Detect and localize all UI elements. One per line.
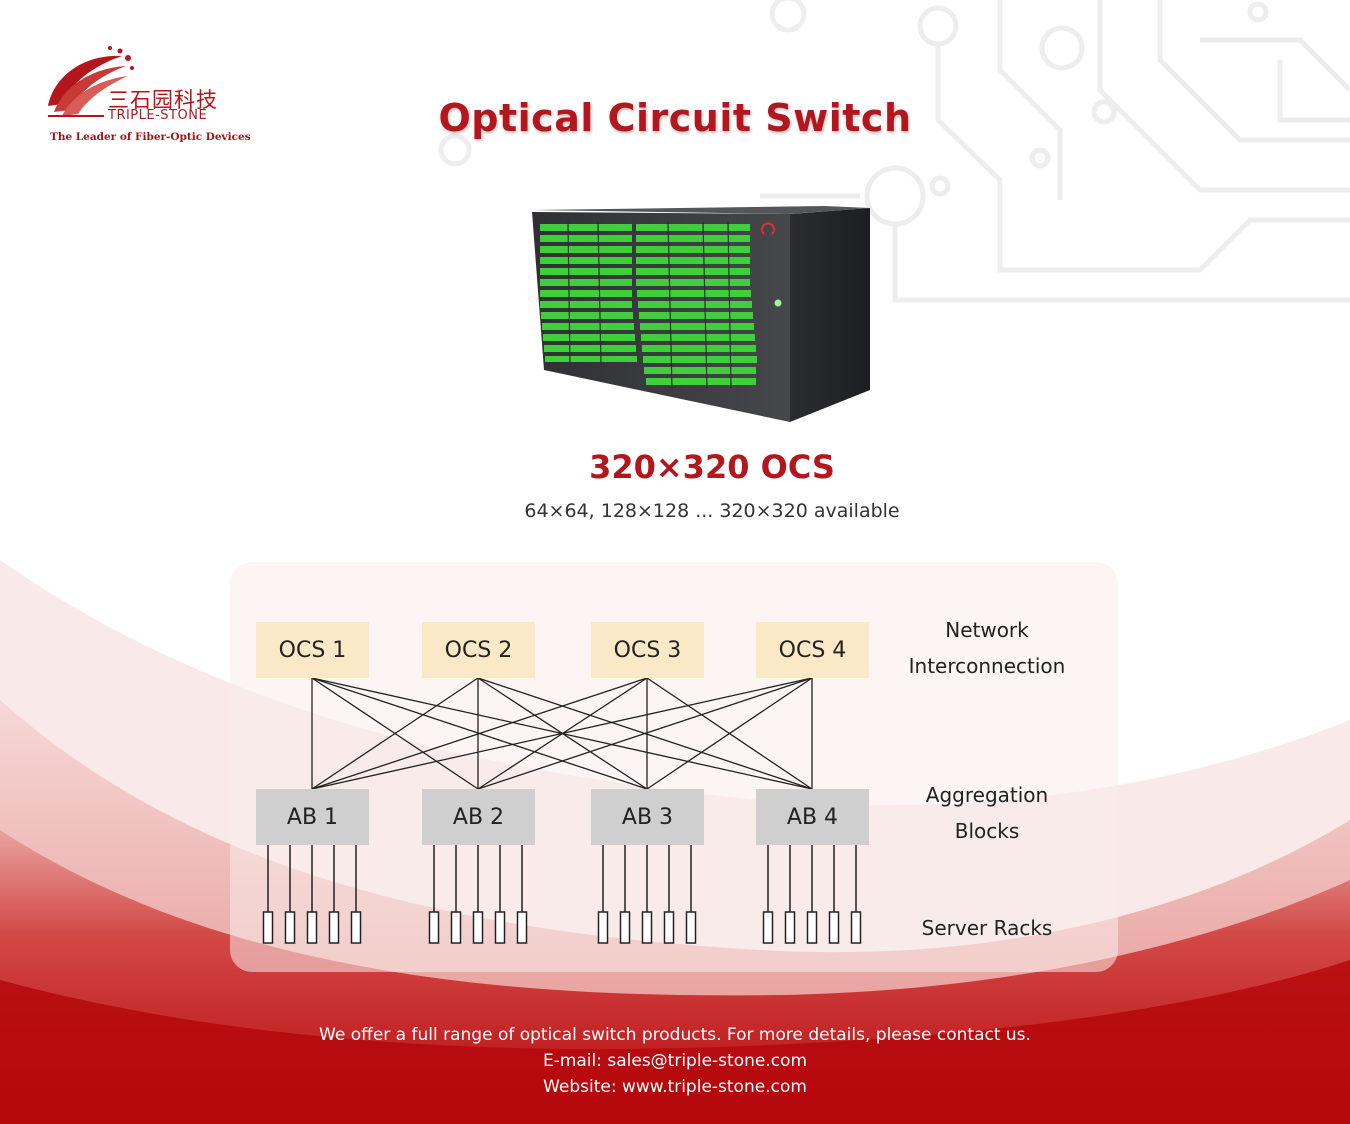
server-rack-icon bbox=[784, 911, 796, 944]
server-rack-icon bbox=[597, 911, 609, 944]
link-ocs4-ab1 bbox=[311, 677, 813, 790]
swoosh-logo-icon bbox=[48, 46, 134, 117]
link-ocs4-ab3 bbox=[646, 677, 813, 790]
label-network-line2: Interconnection bbox=[908, 654, 1066, 678]
ocs-node-3: OCS 3 bbox=[591, 622, 704, 678]
server-rack-icon bbox=[762, 911, 774, 944]
label-network-interconnection: Network Interconnection bbox=[882, 612, 1092, 684]
server-rack-icon bbox=[685, 911, 697, 944]
product-name: 320×320 OCS bbox=[589, 448, 835, 486]
ocs-node-2: OCS 2 bbox=[422, 622, 535, 678]
server-rack-icon bbox=[850, 911, 862, 944]
link-ocs4-ab2 bbox=[477, 677, 813, 790]
brand-name-en: TRIPLE-STONE bbox=[108, 108, 208, 123]
server-rack-icon bbox=[450, 911, 462, 944]
ocs-node-4: OCS 4 bbox=[756, 622, 869, 678]
server-rack-icon bbox=[284, 911, 296, 944]
footer-website[interactable]: Website: www.triple-stone.com bbox=[543, 1077, 807, 1097]
fiber-port-array-right bbox=[636, 224, 757, 385]
label-network-line1: Network bbox=[945, 618, 1029, 642]
brand-tagline: The Leader of Fiber-Optic Devices bbox=[50, 131, 251, 143]
ocs-device-image bbox=[532, 206, 870, 422]
server-rack-icon bbox=[306, 911, 318, 944]
ocs-node-1: OCS 1 bbox=[256, 622, 369, 678]
server-rack-icon bbox=[516, 911, 528, 944]
server-rack-icon bbox=[806, 911, 818, 944]
label-aggregation-line2: Blocks bbox=[954, 819, 1020, 843]
fiber-port-array-left bbox=[540, 224, 637, 362]
product-sizes: 64×64, 128×128 ... 320×320 available bbox=[524, 500, 900, 522]
label-server-racks: Server Racks bbox=[921, 916, 1053, 940]
link-ocs3-ab1 bbox=[311, 677, 648, 790]
ab-node-3: AB 3 bbox=[591, 789, 704, 845]
server-rack-icon bbox=[350, 911, 362, 944]
footer-email[interactable]: E-mail: sales@triple-stone.com bbox=[542, 1051, 808, 1071]
server-rack-icon bbox=[262, 911, 274, 944]
ab-node-1: AB 1 bbox=[256, 789, 369, 845]
server-rack-icon bbox=[619, 911, 631, 944]
server-rack-icon bbox=[328, 911, 340, 944]
server-rack-icon bbox=[641, 911, 653, 944]
ab-node-4: AB 4 bbox=[756, 789, 869, 845]
server-rack-icon bbox=[494, 911, 506, 944]
server-rack-icon bbox=[472, 911, 484, 944]
circuit-pattern bbox=[438, 0, 1350, 303]
server-rack-icon bbox=[828, 911, 840, 944]
server-rack-icon bbox=[428, 911, 440, 944]
ab-node-2: AB 2 bbox=[422, 789, 535, 845]
page-title: Optical Circuit Switch bbox=[438, 96, 912, 140]
brand-name-cn: 三石园科技 bbox=[108, 88, 218, 112]
footer-offer-text: We offer a full range of optical switch … bbox=[319, 1025, 1031, 1045]
label-aggregation-blocks: Aggregation Blocks bbox=[882, 777, 1092, 849]
server-rack-icon bbox=[663, 911, 675, 944]
link-ocs2-ab1 bbox=[311, 677, 479, 790]
label-aggregation-line1: Aggregation bbox=[925, 783, 1049, 807]
